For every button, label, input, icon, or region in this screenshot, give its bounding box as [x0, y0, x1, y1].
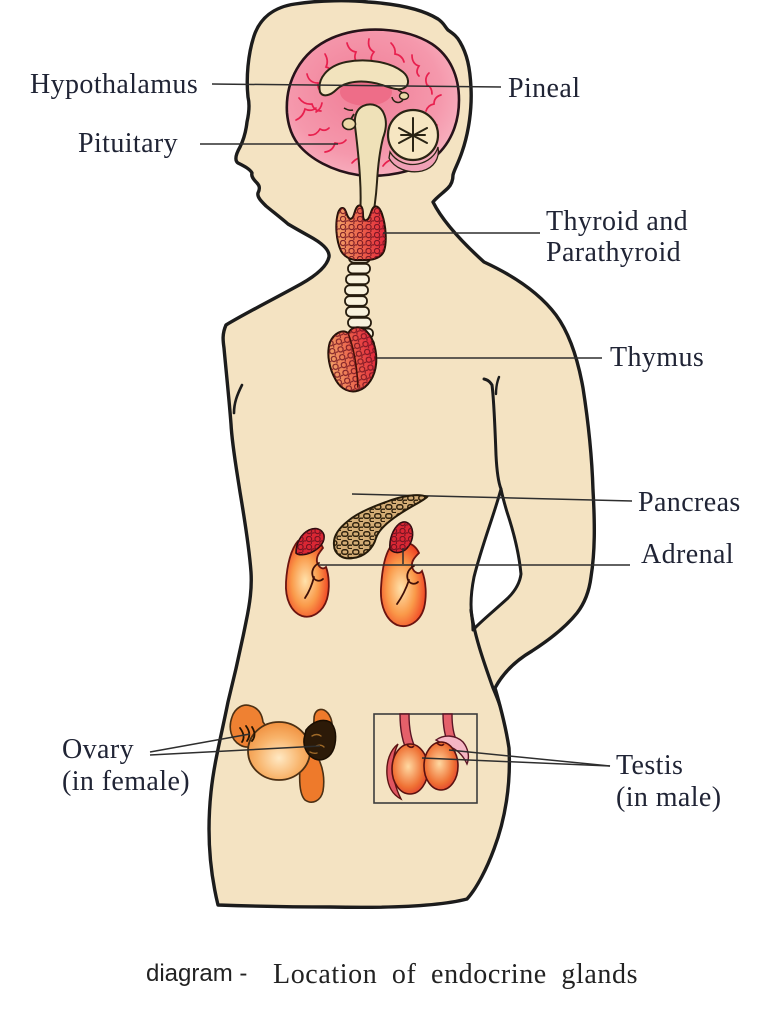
testis-box: [373, 713, 478, 804]
pancreas-leader-line: [351, 493, 633, 502]
caption-title: Location of endocrine glands: [273, 959, 638, 990]
leader-lines: [149, 83, 630, 767]
male-reproductive-organs: [373, 713, 478, 804]
right-kidney: [380, 541, 427, 627]
arm-torso-gap: [469, 487, 523, 632]
armpit-fork-line: [494, 375, 501, 396]
testis-leader-line-2: [448, 749, 611, 767]
label-thyroid-line2: Parathyroid: [546, 237, 681, 268]
cerebellum-pink-rim: [388, 146, 440, 173]
right-testis: [423, 741, 459, 791]
testis-notches: [406, 742, 445, 749]
caption: diagram - Location of endocrine glands: [146, 959, 638, 990]
left-testis: [391, 743, 429, 795]
label-ovary-line1: Ovary: [62, 734, 134, 765]
thymus-gland: [327, 326, 378, 393]
kidneys: [285, 521, 427, 627]
label-pituitary: Pituitary: [78, 128, 178, 159]
brain: [285, 28, 461, 227]
labels: Hypothalamus Pineal Pituitary Thyroid an…: [30, 69, 741, 813]
label-testis-line2: (in male): [616, 782, 721, 813]
right-ovary: [303, 719, 337, 761]
hip-line: [469, 608, 502, 708]
pancreas: [332, 494, 429, 560]
ovary-leader-line-1: [149, 733, 251, 753]
label-hypothalamus: Hypothalamus: [30, 69, 198, 100]
pituitary-gland: [341, 117, 357, 131]
label-testis-line1: Testis: [616, 750, 683, 781]
pineal-body: [398, 91, 410, 101]
label-pineal: Pineal: [508, 73, 580, 104]
body-outline: [207, 0, 597, 910]
label-pancreas: Pancreas: [638, 487, 741, 518]
label-adrenal: Adrenal: [641, 539, 734, 570]
ovary-leader-line-2: [149, 745, 321, 756]
label-thyroid-line1: Thyroid and: [546, 206, 688, 237]
left-armpit-crease: [232, 383, 244, 415]
body-silhouette: [207, 0, 597, 910]
corpus-callosum: [318, 59, 409, 97]
thyroid-gland: [335, 204, 387, 261]
cerebellum-arbor-vitae: [398, 117, 428, 152]
kidney-hilum-marks: [304, 562, 419, 605]
label-ovary-line2: (in female): [62, 766, 190, 797]
testis-leader-line-1: [421, 757, 611, 767]
uterus: [247, 721, 311, 781]
left-kidney: [285, 536, 330, 618]
hypothalamus-pineal-leader-line: [211, 83, 502, 88]
caption-prefix: diagram -: [146, 960, 247, 987]
hypothalamus-mark: [343, 107, 354, 112]
inner-arm-line: [482, 377, 503, 491]
label-thymus: Thymus: [610, 342, 704, 373]
